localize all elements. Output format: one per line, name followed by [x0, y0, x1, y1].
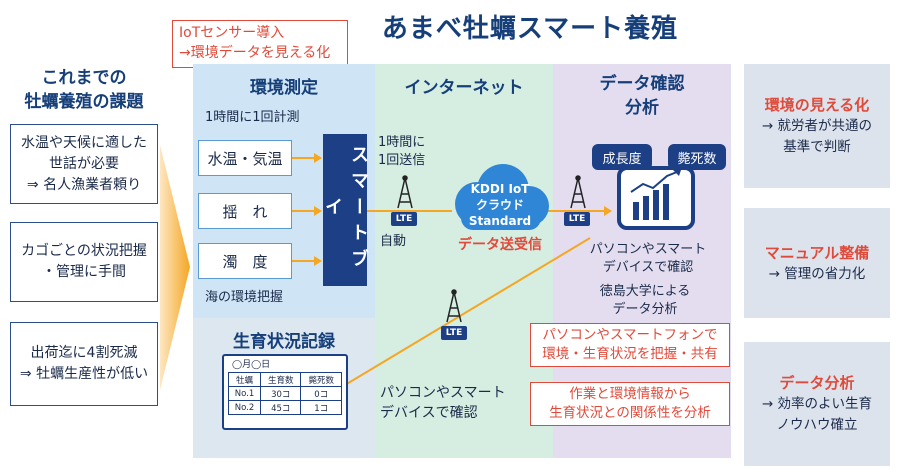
- iot-note: IoTセンサー導入 →環境データを見える化: [172, 20, 348, 68]
- death-count-tag: 斃死数: [668, 144, 726, 170]
- cloud-label: KDDI IoT クラウド Standard: [458, 180, 542, 230]
- issue-3-line-1: 出荷迄に4割死滅: [30, 345, 138, 361]
- data-confirm: パソコンやスマート デバイスで確認: [585, 240, 711, 278]
- analysis-note: 作業と環境情報から 生育状況との関係性を分析: [530, 382, 730, 426]
- table-header: 牡蠣: [228, 372, 261, 387]
- issue-box-2: カゴごとの状況把握 ・管理に手間: [10, 222, 158, 302]
- analysis-note-line-2: 生育状況との関係性を分析: [549, 405, 711, 421]
- send-interval: 1時間に 1回送信: [378, 134, 438, 172]
- cloud-icon: [455, 164, 549, 230]
- sensor-temperature: 水温・気温: [198, 140, 292, 176]
- table-header: 生育数: [259, 372, 302, 387]
- issue-box-1: 水温や天候に適した 世話が必要 ⇒ 名人漁業者頼り: [10, 124, 158, 204]
- data-title-line-1: データ確認: [599, 74, 685, 94]
- monitor-chart-icon: [617, 166, 695, 230]
- lte-badge: LTE: [564, 212, 590, 226]
- table-header: 斃死数: [300, 372, 342, 387]
- table-cell: No.2: [228, 400, 261, 415]
- smart-buoy: スマートブイ: [322, 134, 369, 286]
- antenna-icon: [446, 289, 462, 323]
- university-analysis: 徳島大学による データ分析: [590, 282, 700, 320]
- issue-1-line-1: 水温や天候に適した: [21, 134, 147, 151]
- result-text-line: → 効率のよい生育: [761, 396, 873, 412]
- result-heading: データ分析: [779, 374, 855, 392]
- issue-1-line-2: 世話が必要: [49, 155, 119, 172]
- issue-2-line-1: カゴごとの状況把握: [21, 243, 147, 259]
- send-interval-line-2: 1回送信: [378, 153, 426, 168]
- transition-arrow-icon: [160, 145, 190, 390]
- growth-table: 牡蠣 生育数 斃死数 No.1 30コ 0コ No.2 45コ 1コ: [228, 372, 342, 415]
- sensor-turbidity: 濁 度: [198, 243, 292, 279]
- result-text-line: ノウハウ確立: [776, 417, 858, 433]
- iot-note-line-2: →環境データを見える化: [179, 45, 331, 61]
- data-title-line-2: 分析: [625, 98, 659, 118]
- record-date: ◯月◯日: [232, 360, 271, 370]
- sensor-shake: 揺 れ: [198, 193, 292, 229]
- issues-heading: これまでの 牡蠣養殖の課題: [10, 66, 158, 114]
- table-cell: 1コ: [300, 400, 342, 415]
- result-heading: マニュアル整備: [764, 243, 870, 262]
- data-confirm-line-2: デバイスで確認: [602, 260, 694, 275]
- antenna-icon: [397, 175, 413, 209]
- issue-1-line-3: ⇒ 名人漁業者頼り: [26, 176, 142, 193]
- data-transfer-label: データ送受信: [458, 237, 542, 253]
- result-manual: マニュアル整備 → 管理の省力化: [744, 208, 890, 318]
- table-header-row: 牡蠣 生育数 斃死数: [228, 372, 342, 387]
- growth-record-card: ◯月◯日 牡蠣 生育数 斃死数 No.1 30コ 0コ No.2 45コ 1コ: [222, 354, 348, 430]
- table-cell: 0コ: [300, 386, 342, 401]
- table-cell: 45コ: [259, 400, 302, 415]
- internet-confirm-line-2: デバイスで確認: [380, 405, 478, 421]
- cloud-label-line-2: クラウド: [475, 198, 524, 212]
- growth-rate-tag: 成長度: [592, 144, 652, 170]
- issues-heading-line-1: これまでの: [41, 68, 127, 88]
- measure-interval: 1時間に1回計測: [205, 110, 300, 125]
- share-note-line-2: 環境・生育状況を把握・共有: [542, 346, 718, 362]
- internet-confirm: パソコンやスマート デバイスで確認: [380, 383, 520, 423]
- internet-title: インターネット: [404, 77, 524, 98]
- result-text-line: 基準で判断: [783, 139, 851, 155]
- lte-badge: LTE: [391, 212, 417, 226]
- table-row: No.1 30コ 0コ: [228, 386, 342, 401]
- share-note: パソコンやスマートフォンで 環境・生育状況を把握・共有: [530, 323, 730, 367]
- result-text-line: → 就労者が共通の: [761, 118, 873, 134]
- table-cell: 30コ: [259, 386, 302, 401]
- cloud-label-line-1: KDDI IoT: [470, 182, 530, 196]
- diagram-title: あまべ牡蠣スマート養殖: [381, 13, 679, 44]
- send-interval-line-1: 1時間に: [378, 135, 426, 150]
- sea-environment-label: 海の環境把握: [205, 290, 284, 305]
- environment-title: 環境測定: [250, 77, 318, 98]
- result-heading: 環境の見える化: [764, 96, 870, 114]
- analysis-note-line-1: 作業と環境情報から: [569, 386, 691, 402]
- result-text-line: → 管理の省力化: [768, 265, 866, 282]
- cloud-label-line-3: Standard: [468, 214, 532, 228]
- table-row: No.2 45コ 1コ: [228, 400, 342, 415]
- university-analysis-line-2: データ分析: [612, 302, 678, 317]
- result-visualization: 環境の見える化 → 就労者が共通の 基準で判断: [744, 64, 890, 188]
- internet-confirm-line-1: パソコンやスマート: [380, 385, 506, 401]
- lte-badge: LTE: [441, 326, 467, 340]
- iot-note-line-1: IoTセンサー導入: [179, 25, 285, 41]
- university-analysis-line-1: 徳島大学による: [599, 284, 691, 299]
- auto-label: 自動: [380, 234, 407, 249]
- growth-record-title: 生育状況記録: [233, 331, 335, 352]
- table-cell: No.1: [228, 386, 261, 401]
- issue-3-line-2: ⇒ 牡蠣生産性が低い: [19, 366, 149, 382]
- share-note-line-1: パソコンやスマートフォンで: [542, 327, 718, 343]
- data-confirm-line-1: パソコンやスマート: [589, 242, 707, 257]
- data-title: データ確認 分析: [553, 70, 731, 122]
- result-data-analysis: データ分析 → 効率のよい生育 ノウハウ確立: [744, 342, 890, 466]
- antenna-icon: [570, 175, 586, 209]
- issue-2-line-2: ・管理に手間: [42, 264, 126, 280]
- issues-heading-line-2: 牡蠣養殖の課題: [24, 92, 144, 112]
- issue-box-3: 出荷迄に4割死滅 ⇒ 牡蠣生産性が低い: [10, 322, 158, 406]
